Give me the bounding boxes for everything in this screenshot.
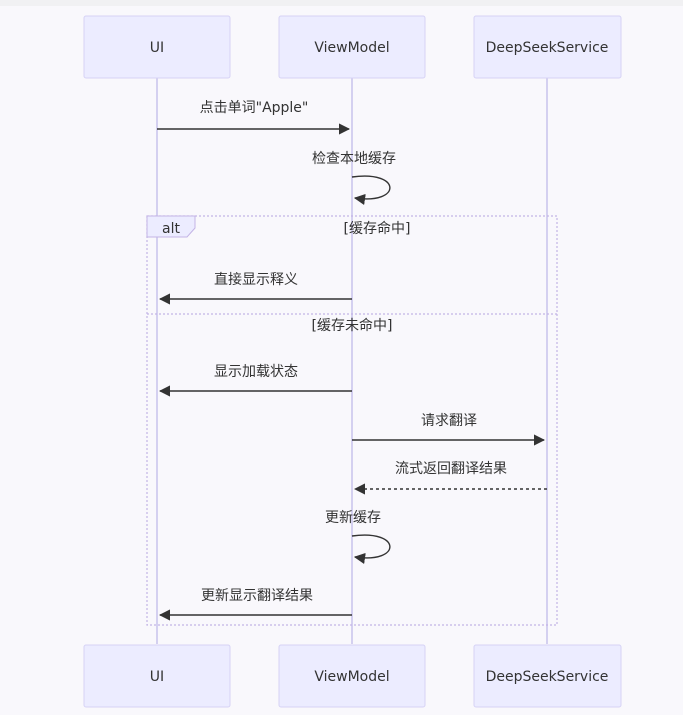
actor-viewmodel-bottom: ViewModel bbox=[278, 644, 426, 708]
message-label: 显示加载状态 bbox=[214, 364, 298, 380]
message-label: 检查本地缓存 bbox=[312, 151, 396, 167]
actor-label: DeepSeekService bbox=[486, 669, 609, 685]
alt-frame bbox=[146, 215, 558, 626]
actor-box bbox=[278, 644, 426, 708]
message-click-word: 点击单词"Apple" bbox=[157, 100, 351, 135]
message-label: 请求翻译 bbox=[421, 413, 477, 429]
message-check-cache: 检查本地缓存 bbox=[312, 151, 396, 206]
message-stream-result: 流式返回翻译结果 bbox=[353, 461, 547, 495]
message-update-cache: 更新缓存 bbox=[325, 510, 391, 565]
message-self-arrow bbox=[351, 175, 391, 206]
actor-label: ViewModel bbox=[314, 669, 389, 685]
actor-ui-bottom: UI bbox=[83, 644, 231, 708]
alt-label: alt bbox=[162, 221, 180, 237]
message-label: 流式返回翻译结果 bbox=[395, 461, 507, 477]
alt-label-box bbox=[146, 215, 196, 238]
actor-label: UI bbox=[150, 669, 164, 685]
actor-box bbox=[83, 644, 231, 708]
actor-box bbox=[83, 15, 231, 79]
actor-deepseekservice-bottom: DeepSeekService bbox=[473, 644, 622, 708]
message-label: 更新显示翻译结果 bbox=[201, 588, 313, 604]
alt-block: alt [缓存命中] [缓存未命中] bbox=[146, 215, 558, 626]
message-label: 点击单词"Apple" bbox=[200, 100, 309, 116]
message-request-translation: 请求翻译 bbox=[352, 413, 546, 446]
message-show-loading: 显示加载状态 bbox=[158, 364, 352, 397]
alt-condition-hit: [缓存命中] bbox=[344, 220, 411, 237]
actor-box bbox=[473, 15, 622, 79]
message-show-definition: 直接显示释义 bbox=[158, 271, 352, 305]
top-bar bbox=[0, 0, 683, 6]
actor-box bbox=[278, 15, 426, 79]
actor-ui-top: UI bbox=[83, 15, 231, 79]
actor-deepseekservice-top: DeepSeekService bbox=[473, 15, 622, 79]
actor-label: ViewModel bbox=[314, 40, 389, 56]
actor-label: UI bbox=[150, 40, 164, 56]
actor-label: DeepSeekService bbox=[486, 40, 609, 56]
message-label: 直接显示释义 bbox=[214, 271, 298, 288]
actor-box bbox=[473, 644, 622, 708]
message-label: 更新缓存 bbox=[325, 510, 381, 526]
message-update-display: 更新显示翻译结果 bbox=[158, 588, 352, 621]
alt-condition-miss: [缓存未命中] bbox=[312, 317, 393, 334]
actor-viewmodel-top: ViewModel bbox=[278, 15, 426, 79]
message-self-arrow bbox=[351, 534, 391, 565]
